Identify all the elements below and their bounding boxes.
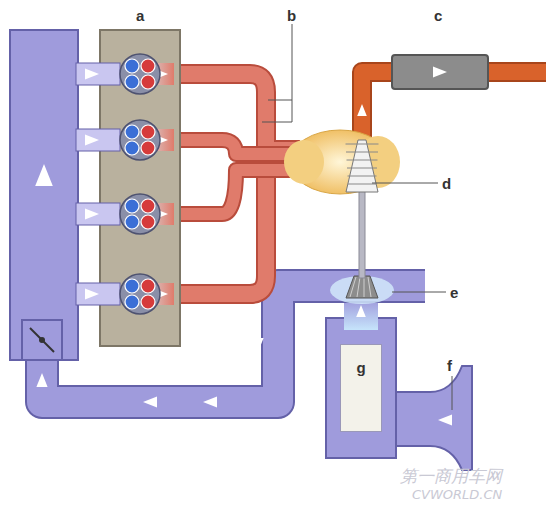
cylinder <box>120 194 160 234</box>
intake-runner <box>76 129 120 151</box>
callout-letter: g <box>341 345 381 376</box>
wheel-blade <box>346 144 379 145</box>
callout-letter: d <box>442 176 451 191</box>
flow-arrow <box>85 134 99 145</box>
exhaust-valve <box>141 199 155 213</box>
turbine-wheel <box>346 140 378 192</box>
leader-line <box>392 292 446 293</box>
flow-arrow <box>438 414 452 425</box>
exhaust-valve <box>141 141 155 155</box>
intake-runner <box>76 283 120 305</box>
callout-letter: a <box>136 8 144 23</box>
inlet-glow <box>344 300 378 330</box>
cylinder <box>120 274 160 314</box>
cylinder <box>120 54 160 94</box>
callout-letter: c <box>434 8 442 23</box>
watermark: CVWORLD.CN <box>412 488 502 501</box>
intake-valve <box>125 295 139 309</box>
intake-manifold <box>10 30 78 360</box>
intake-valve <box>125 215 139 229</box>
leader-line <box>268 100 292 101</box>
wheel-blade <box>350 277 356 297</box>
intake-valve <box>125 199 139 213</box>
intake-runner <box>76 203 120 225</box>
inlet-horn <box>390 366 472 470</box>
filter-housing <box>326 318 396 458</box>
flow-arrow <box>433 66 447 77</box>
throttle-pivot <box>39 337 45 343</box>
turbo-shaft <box>359 186 365 278</box>
throttle-body <box>22 320 62 360</box>
flow-arrow <box>357 104 367 116</box>
intake-valve <box>125 125 139 139</box>
compressor-wheel <box>346 276 378 298</box>
cylinder <box>120 120 160 160</box>
intake-valve <box>125 141 139 155</box>
exhaust-valve <box>141 215 155 229</box>
wheel-blade <box>368 277 371 297</box>
exhaust-valve <box>141 75 155 89</box>
flow-arrow <box>143 396 157 407</box>
intake-valve <box>125 59 139 73</box>
wheel-blade <box>347 160 378 161</box>
leader-line <box>452 376 453 410</box>
flow-arrow <box>85 208 99 219</box>
wheel-blade <box>347 168 377 169</box>
filter-element: g <box>340 344 382 432</box>
callout-letter: b <box>287 8 296 23</box>
exhaust-runner-outline <box>168 168 300 294</box>
wheel-blade <box>346 152 378 153</box>
exhaust-runner-outline <box>168 170 300 214</box>
wheel-blade <box>348 176 377 177</box>
wheel-blade <box>348 184 376 185</box>
throttle-plate <box>30 328 54 352</box>
exhaust-valve <box>141 59 155 73</box>
flow-arrow <box>356 305 366 317</box>
callout-letter: f <box>447 358 452 373</box>
exhaust-valve <box>141 295 155 309</box>
flow-arrow <box>35 164 53 186</box>
leader-line <box>262 24 292 122</box>
wheel-blade <box>357 277 360 297</box>
flow-arrow <box>85 68 99 79</box>
exhaust-runner <box>168 168 300 294</box>
callout-letter: e <box>450 285 458 300</box>
intake-valve <box>125 279 139 293</box>
flow-arrow <box>252 338 263 352</box>
exhaust-runner-outline <box>168 140 300 154</box>
exhaust-valve <box>141 125 155 139</box>
turbine-lobe <box>284 140 324 184</box>
compressor-glow <box>330 276 394 304</box>
intake-valve <box>125 75 139 89</box>
watermark: 第一商用车网 <box>400 468 502 485</box>
leader-line <box>372 183 438 184</box>
flow-arrow <box>203 396 217 407</box>
flow-arrow <box>36 373 47 387</box>
wheel-blade <box>364 277 365 297</box>
exhaust-valve <box>141 279 155 293</box>
exhaust-runner <box>168 170 300 214</box>
flow-arrow <box>85 288 99 299</box>
muffler <box>392 55 488 89</box>
intake-runner <box>76 63 120 85</box>
exhaust-runner <box>168 140 300 154</box>
